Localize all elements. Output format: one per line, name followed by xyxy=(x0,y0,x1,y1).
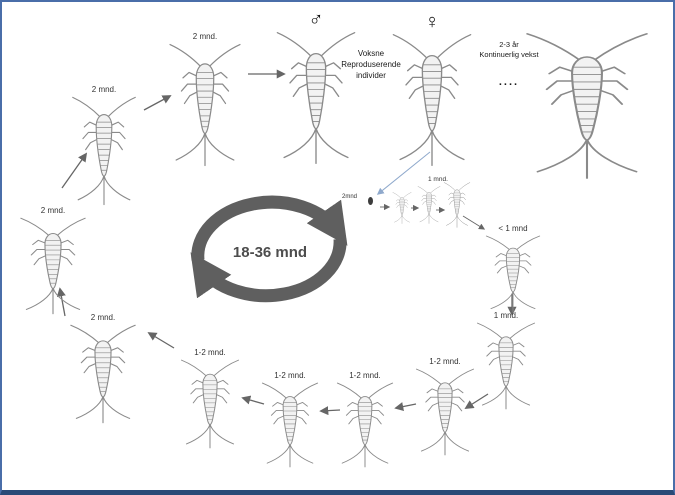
growth-caption: 2-3 år Kontinuerlig vekst xyxy=(472,40,546,60)
hatchling-1 xyxy=(392,192,412,224)
lifecycle-stage-adult-female: ♀ xyxy=(390,12,474,167)
lifecycle-stage-old-adult xyxy=(522,32,652,180)
adults-caption-line3: individer xyxy=(356,71,386,80)
stage-age-label: 2 mnd. xyxy=(40,206,66,215)
silverfish-illustration xyxy=(336,382,394,468)
lifecycle-stage-left-mid: 2 mnd. xyxy=(18,206,88,315)
silverfish-illustration xyxy=(20,217,86,315)
stage-age-label: 1 mnd. xyxy=(493,311,519,320)
stage-age-label: 1-2 mnd. xyxy=(349,371,381,380)
silverfish-illustration xyxy=(415,368,475,456)
silverfish-illustration xyxy=(70,324,136,424)
egg-laying-arrow xyxy=(376,151,431,195)
hatchling-age-label: 1 mnd. xyxy=(428,176,448,183)
stage-age-label: 1-2 mnd. xyxy=(429,357,461,366)
lifecycle-stage-bottom-left: 2 mnd. xyxy=(68,313,138,424)
silverfish-illustration xyxy=(261,382,319,468)
female-symbol: ♀ xyxy=(424,11,440,33)
silverfish-illustration xyxy=(180,359,240,449)
silverfish-illustration xyxy=(526,32,648,180)
lifecycle-stage-top-second: 2 mnd. xyxy=(167,32,243,167)
lifecycle-stage-top-first: 2 mnd. xyxy=(70,85,138,206)
adults-caption-line1: Voksne xyxy=(357,49,385,58)
silverfish-illustration xyxy=(417,186,441,224)
egg-age-label: 2mnd xyxy=(342,194,358,200)
lifecycle-stage-adult-male: ♂ xyxy=(274,10,358,165)
lifecycle-stage-bottom-r1: 1-2 mnd. xyxy=(414,357,476,456)
lifecycle-stage-bottom-r4: 1-2 mnd. xyxy=(179,348,241,449)
hatchling-3 xyxy=(443,182,471,228)
stage-age-label: 1-2 mnd. xyxy=(194,348,226,357)
adults-caption-line2: Reproduserende xyxy=(341,60,401,69)
stage-age-label: 2 mnd. xyxy=(90,313,116,322)
silverfish-illustration xyxy=(392,34,472,166)
lifecycle-stage-right-upper: < 1 mnd xyxy=(484,224,542,313)
lifecycle-stage-bottom-r2: 1-2 mnd. xyxy=(335,371,395,468)
cycle-arrows xyxy=(190,195,348,303)
stage-age-label: < 1 mnd xyxy=(498,224,528,233)
adults-caption: Voksne Reproduserende individer xyxy=(340,48,402,81)
growth-caption-line2: Kontinuerlig vekst xyxy=(479,50,539,59)
stage-age-label: 2 mnd. xyxy=(192,32,218,41)
silverfish-illustration xyxy=(443,182,471,228)
growth-caption-line1: 2-3 år xyxy=(499,40,519,49)
silverfish-illustration xyxy=(392,192,412,224)
egg-dot xyxy=(368,197,373,205)
stage-age-label: 1-2 mnd. xyxy=(274,371,306,380)
silverfish-illustration xyxy=(485,235,541,313)
silverfish-illustration xyxy=(169,43,241,167)
lifecycle-stage-right-lower: 1 mnd. xyxy=(475,311,537,410)
stage-age-label: 2 mnd. xyxy=(91,85,117,94)
male-symbol: ♂ xyxy=(308,9,324,31)
silverfish-illustration xyxy=(476,322,536,410)
hatchling-2 xyxy=(417,186,441,224)
cycle-duration-label: 18-36 mnd xyxy=(232,244,308,261)
connector-arrows xyxy=(56,69,517,416)
lifecycle-stage-bottom-r3: 1-2 mnd. xyxy=(260,371,320,468)
continuation-dots: .... xyxy=(498,76,520,88)
silverfish-illustration xyxy=(72,96,136,206)
